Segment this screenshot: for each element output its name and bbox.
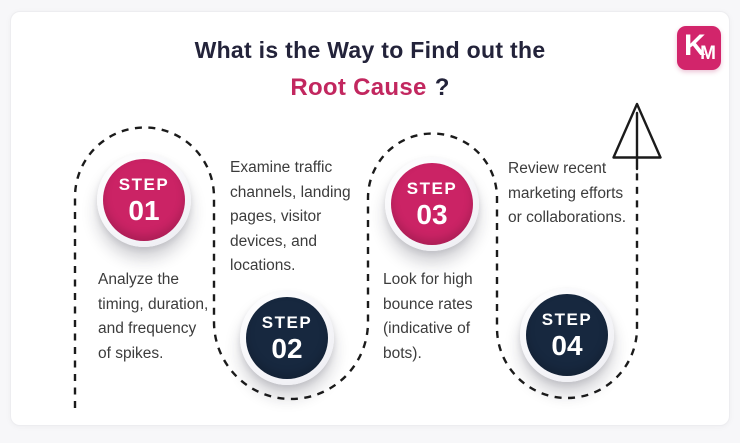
text-line: devices, and [230, 232, 318, 250]
step-1-description: Analyze the timing, duration, and freque… [98, 268, 208, 366]
step-1-circle: STEP 01 [103, 159, 185, 241]
step-3-number: 03 [416, 198, 448, 230]
step-3-label: STEP [406, 178, 458, 198]
text-line: channels, landing [230, 183, 351, 201]
step-3-badge: STEP 03 [385, 157, 479, 251]
logo-letter-k: K [684, 29, 706, 62]
step-1-number: 01 [128, 194, 160, 226]
step-3-circle: STEP 03 [391, 163, 473, 245]
text-line: locations. [230, 257, 296, 275]
page-title: What is the Way to Find out the Root Cau… [0, 36, 740, 103]
step-4-description: Review recent marketing efforts or colla… [508, 157, 626, 231]
text-line: or collaborations. [508, 209, 627, 227]
title-question-mark: ? [434, 73, 450, 101]
step-2-circle: STEP 02 [246, 297, 328, 379]
text-line: of spikes. [98, 344, 164, 362]
text-line: Look for high [383, 271, 473, 288]
step-4-badge: STEP 04 [520, 288, 614, 382]
text-line: Examine traffic [230, 159, 333, 176]
text-line: marketing efforts [508, 184, 624, 202]
title-line-2: Root Cause? [0, 72, 740, 103]
step-4-label: STEP [541, 309, 593, 329]
text-line: (indicative of [383, 320, 471, 338]
step-4-circle: STEP 04 [526, 294, 608, 376]
title-highlight: Root Cause [290, 73, 427, 101]
text-line: timing, duration, [98, 295, 209, 313]
step-1-badge: STEP 01 [97, 153, 191, 247]
step-2-description: Examine traffic channels, landing pages,… [230, 156, 351, 279]
km-logo: K M [677, 26, 721, 70]
logo-letter-m: M [700, 43, 716, 64]
title-line-1: What is the Way to Find out the [194, 37, 546, 63]
step-4-number: 04 [551, 329, 583, 361]
text-line: Review recent [508, 160, 607, 177]
text-line: Analyze the [98, 271, 179, 288]
step-3-description: Look for high bounce rates (indicative o… [383, 268, 473, 366]
step-2-badge: STEP 02 [240, 291, 334, 385]
text-line: and frequency [98, 320, 197, 338]
step-2-number: 02 [271, 332, 303, 364]
text-line: bounce rates [383, 295, 473, 313]
text-line: bots). [383, 344, 422, 362]
text-line: pages, visitor [230, 208, 322, 226]
step-1-label: STEP [118, 174, 170, 194]
step-2-label: STEP [261, 312, 313, 332]
